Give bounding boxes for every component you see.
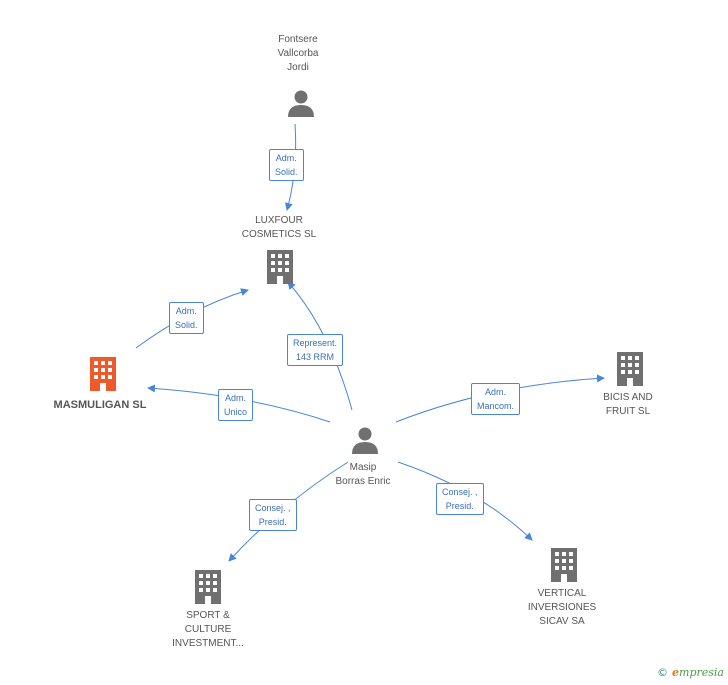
node-label-bicis: BICIS AND FRUIT SL [603,392,653,417]
building-icon[interactable] [264,250,296,284]
building-icon[interactable] [614,352,646,386]
edge-label-masip-sport[interactable]: Consej. , Presid. [249,499,297,531]
brand-initial: e [672,666,680,679]
brand-rest: mpresia [679,666,724,679]
copyright-symbol: © [657,666,669,679]
node-label-sport: SPORT & CULTURE INVESTMENT... [172,610,244,649]
empresia-logo: ©empresia [657,666,724,679]
person-icon[interactable] [286,88,316,118]
building-icon[interactable] [87,357,119,391]
node-label-fontsere: Fontsere Vallcorba Jordi [277,34,319,73]
building-icon[interactable] [548,548,580,582]
edge-label-masip-bicis[interactable]: Adm. Mancom. [471,383,521,415]
node-label-masip: Masip Borras Enric [335,462,391,487]
edge-label-masip-masmuligan[interactable]: Adm. Unico [218,389,254,421]
edge-label-masip-vertical[interactable]: Consej. , Presid. [436,483,484,515]
edge-label-fontsere-luxfour[interactable]: Adm. Solid. [269,149,304,181]
edge-label-masmuligan-luxfour[interactable]: Adm. Solid. [169,302,204,334]
node-label-masmuligan: MASMULIGAN SL [53,399,147,411]
person-icon[interactable] [350,425,380,455]
node-label-luxfour: LUXFOUR COSMETICS SL [241,215,317,240]
edge-label-masip-luxfour[interactable]: Represent. 143 RRM [287,334,344,366]
building-icon[interactable] [192,570,224,604]
node-label-vertical: VERTICAL INVERSIONES SICAV SA [527,588,597,627]
